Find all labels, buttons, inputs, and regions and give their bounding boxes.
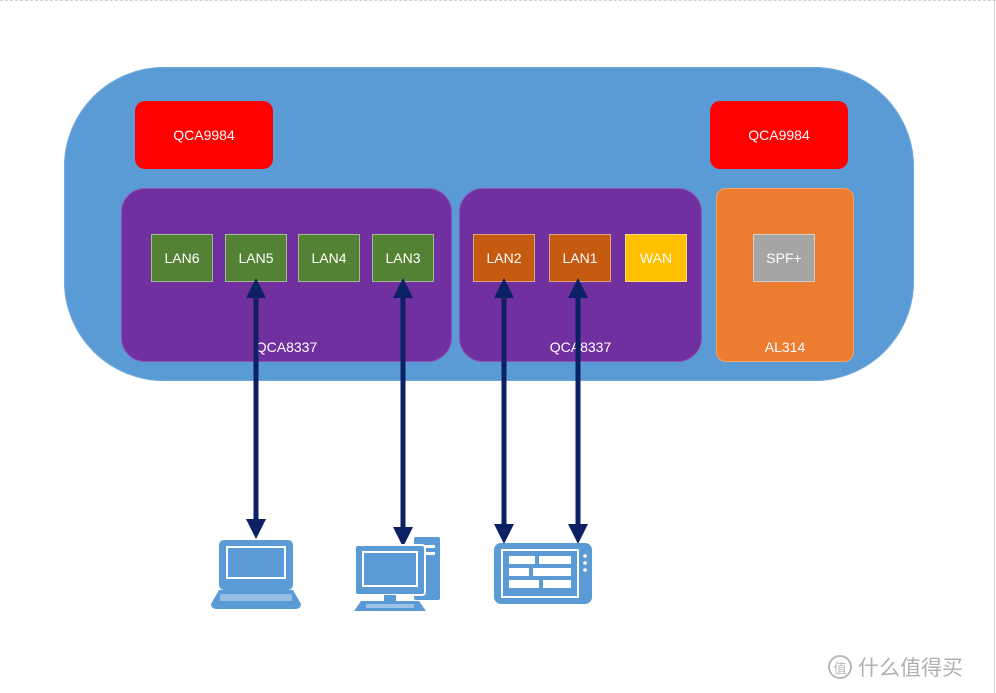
- port-lan3-label: LAN3: [385, 250, 421, 266]
- port-lan4-label: LAN4: [311, 250, 347, 266]
- switch-chip-left-label: QCA8337: [255, 339, 318, 355]
- wifi-chip-left-label: QCA9984: [173, 127, 235, 143]
- port-lan1-label: LAN1: [562, 250, 598, 266]
- port-sfp-plus: SPF+: [753, 234, 815, 282]
- port-lan5-label: LAN5: [238, 250, 274, 266]
- watermark-text: 什么值得买: [858, 657, 963, 680]
- port-sfp-plus-label: SPF+: [766, 250, 802, 266]
- desktop-computer-icon: [354, 537, 440, 611]
- port-wan: WAN: [625, 234, 687, 282]
- port-lan6: LAN6: [151, 234, 213, 282]
- port-lan2-label: LAN2: [486, 250, 522, 266]
- port-lan6-label: LAN6: [164, 250, 200, 266]
- wifi-chip-left: QCA9984: [135, 101, 273, 169]
- sfp-controller-label: AL314: [764, 339, 806, 355]
- port-lan2: LAN2: [473, 234, 535, 282]
- canvas-right-border: [994, 0, 995, 693]
- wifi-chip-right-label: QCA9984: [748, 127, 810, 143]
- watermark-logo-glyph: 值: [833, 660, 847, 676]
- watermark: 值 什么值得买: [828, 652, 988, 682]
- watermark-logo-icon: 值: [828, 655, 852, 679]
- canvas-top-border: [0, 0, 996, 1]
- wifi-chip-right: QCA9984: [710, 101, 848, 169]
- port-lan4: LAN4: [298, 234, 360, 282]
- tablet-icon: [494, 543, 592, 604]
- port-lan3: LAN3: [372, 234, 434, 282]
- laptop-icon: [211, 540, 301, 609]
- port-wan-label: WAN: [639, 250, 673, 266]
